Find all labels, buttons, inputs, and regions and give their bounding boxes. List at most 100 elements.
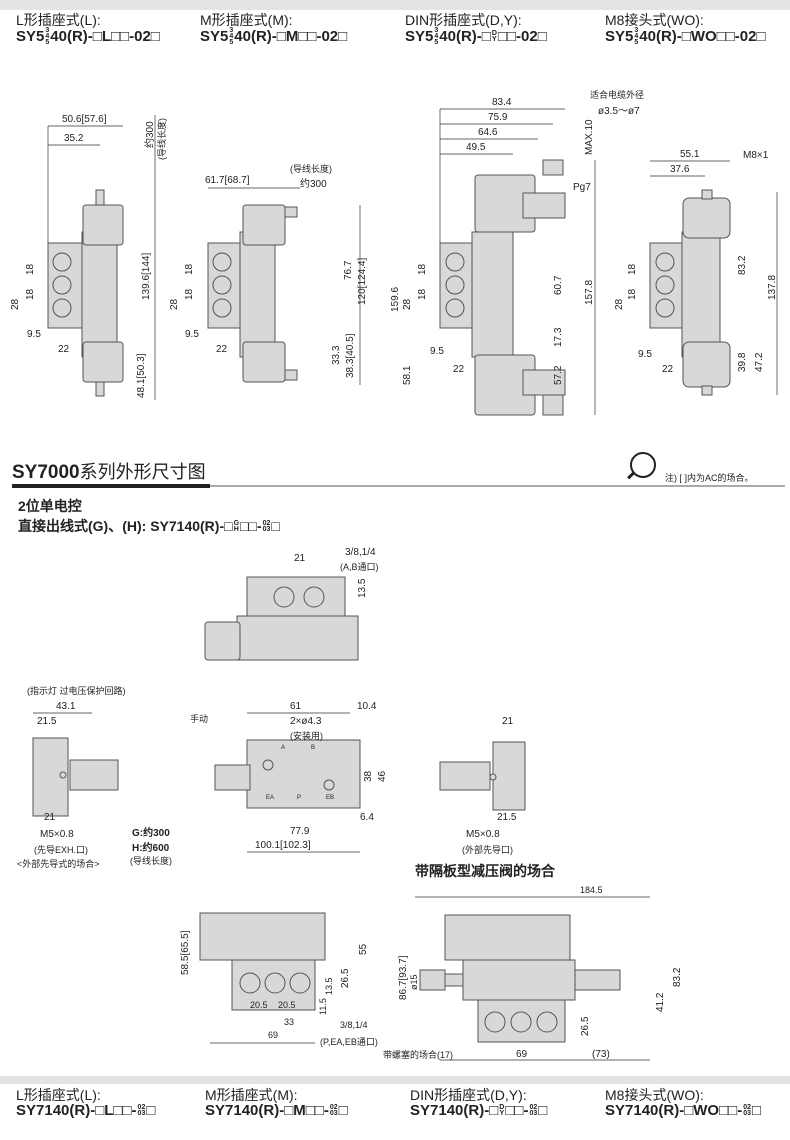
dim-label: 41.2 [655, 992, 666, 1012]
dim-label: 48.1[50.3] [136, 353, 147, 398]
dim-label: 159.6 [390, 286, 401, 312]
dim-label: 28 [169, 298, 180, 310]
dim-label: 18 [627, 288, 638, 300]
dim-label: (外部先导口) [462, 845, 513, 855]
dim-label: 61 [290, 701, 302, 712]
dim-label: 适合电缆外径 [590, 90, 645, 100]
dim-label: 69 [516, 1049, 528, 1060]
dim-label: 184.5 [580, 885, 603, 895]
valve-drawing-m [207, 204, 298, 383]
sy7000-right-view [439, 741, 526, 811]
dim-label: 21.5 [37, 716, 57, 727]
sy7000-regulator-view [419, 914, 621, 1043]
dim-label: (先导EXH.口) [34, 845, 89, 855]
dim-label: 11.5 [318, 998, 328, 1015]
header-label: M8接头式(WO): [605, 12, 704, 28]
top-band [0, 0, 790, 10]
dim-label: 带螺塞的场合(17) [383, 1050, 454, 1060]
dim-label: 21 [294, 553, 306, 564]
dim-label: 120[124.4] [357, 257, 368, 305]
dim-label: ø3.5～ø7 [598, 106, 640, 117]
dim-label: 3/8,1/4 [340, 1020, 368, 1030]
dim-label: 38 [363, 770, 374, 782]
dim-label: M8×1 [743, 150, 769, 161]
dim-label: 17.3 [553, 327, 564, 347]
dim-label: 18 [184, 263, 195, 275]
dimension-lines [33, 108, 778, 1061]
dim-label: 约300 [300, 179, 327, 190]
sy7000-sub-plate-view [199, 912, 326, 1011]
dim-label: 9.5 [638, 349, 652, 360]
bottom-band [0, 1076, 790, 1084]
dim-label: (导线长度) [157, 118, 167, 160]
dim-label: 21 [44, 812, 56, 823]
dim-label: 60.7 [553, 275, 564, 295]
dim-label: 约300 [145, 121, 156, 148]
dim-label: 69 [268, 1030, 279, 1040]
dim-label: H:约600 [132, 843, 170, 854]
dim-label: 55 [358, 943, 369, 955]
dim-label: 9.5 [27, 329, 41, 340]
dim-label: <外部先导式的场合> [17, 859, 100, 869]
dim-label: 28 [402, 298, 413, 310]
dim-label: M5×0.8 [40, 829, 74, 840]
dim-label: 18 [25, 288, 36, 300]
port-label: EA [266, 795, 275, 801]
dim-label: 18 [184, 288, 195, 300]
dim-label: (导线长度) [290, 164, 332, 174]
subtitle: 2位单电控 [18, 498, 82, 514]
dim-label: 58.1 [402, 365, 413, 385]
dim-label: 22 [662, 364, 674, 375]
dim-label: 38.3[40.5] [345, 333, 356, 378]
dim-label: 28 [10, 298, 21, 310]
dim-label: (A,B通口) [340, 562, 379, 572]
header-label: M形插座式(M): [200, 12, 293, 28]
dim-label: 137.8 [767, 274, 778, 300]
dim-label: 64.6 [478, 127, 498, 138]
dim-label: 10.4 [357, 701, 377, 712]
dim-label: 37.6 [670, 164, 690, 175]
dim-label: 2×ø4.3 [290, 716, 322, 727]
dim-label: 13.5 [324, 977, 334, 995]
dim-label: 20.5 [250, 1000, 268, 1010]
dim-label: 20.5 [278, 1000, 296, 1010]
dim-label: 157.8 [584, 279, 595, 305]
dim-label: 35.2 [64, 133, 84, 144]
dim-label: (导线长度) [130, 856, 172, 866]
dim-label: 50.6[57.6] [62, 114, 107, 125]
port-label: EB [326, 795, 335, 801]
dim-label: 26.5 [580, 1016, 591, 1036]
dim-label: 22 [216, 344, 228, 355]
dim-label: Pg7 [573, 182, 591, 193]
dim-label: 86.7[93.7] [398, 955, 409, 1000]
valve-drawing-din [439, 159, 566, 416]
dim-label: 26.5 [340, 968, 351, 988]
dim-label: 18 [417, 288, 428, 300]
dim-label: 76.7 [343, 260, 354, 280]
section-rule-dark [12, 484, 210, 488]
port-label: B [311, 745, 316, 751]
dim-label: 9.5 [185, 329, 199, 340]
port-label: P [297, 795, 302, 801]
dim-label: 21.5 [497, 812, 517, 823]
sy7000-front-view [214, 739, 361, 809]
dim-label: 139.6[144] [141, 252, 152, 300]
dim-label: 83.2 [737, 255, 748, 275]
dim-label: 77.9 [290, 826, 310, 837]
dim-label: ø15 [409, 974, 419, 990]
dim-label: 33 [284, 1017, 295, 1027]
port-label: A [281, 745, 286, 751]
dim-label: G:约300 [132, 828, 170, 839]
